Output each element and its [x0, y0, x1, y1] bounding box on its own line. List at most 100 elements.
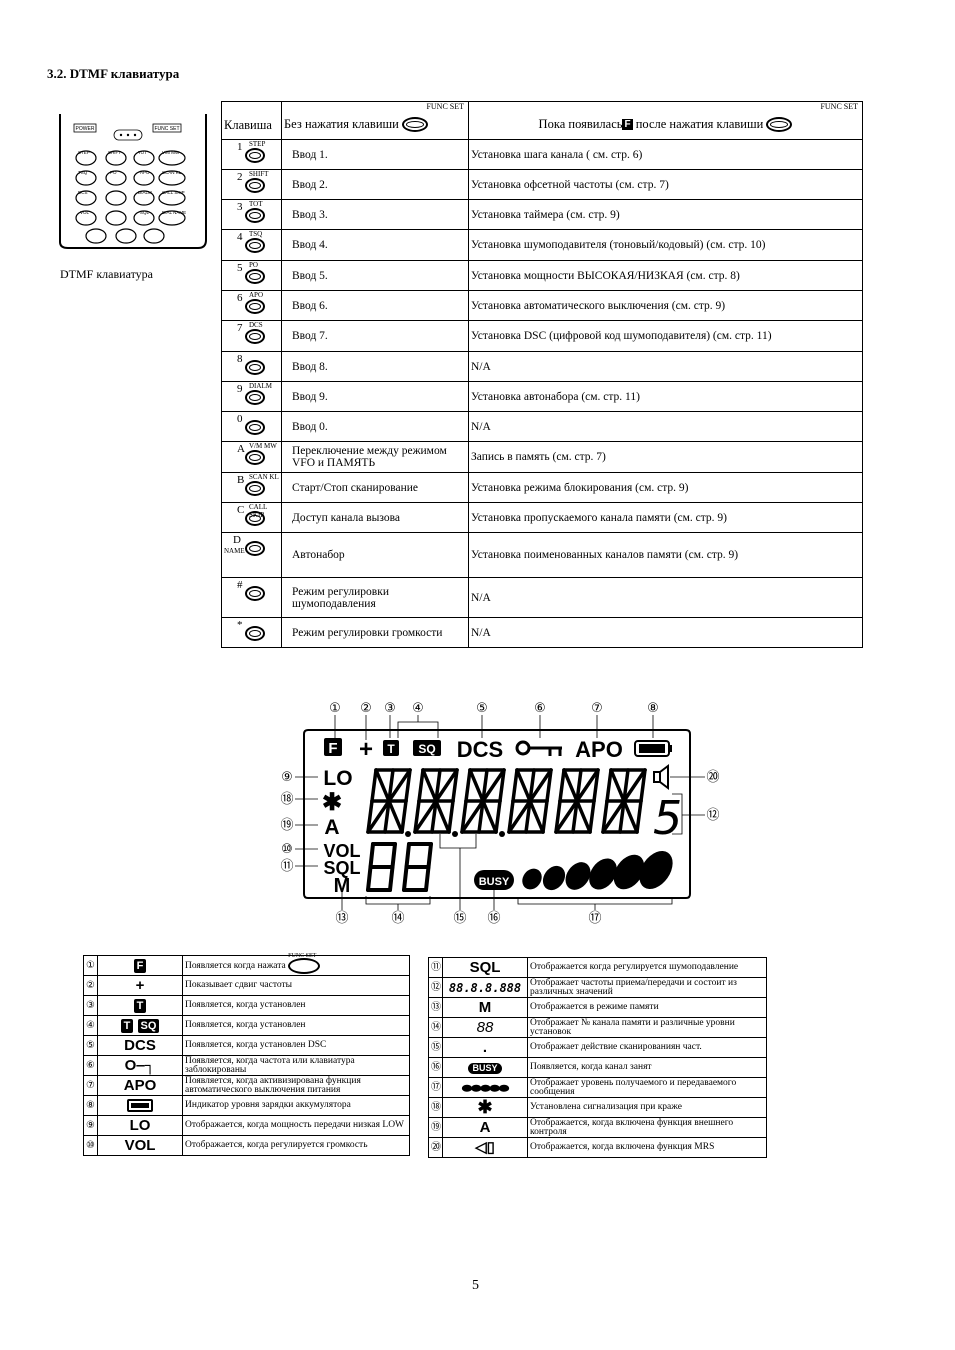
lcd-segment	[426, 842, 433, 869]
key-sublabel: V/M MW	[249, 442, 277, 450]
legend-text: Отображается, когда регулируется громкос…	[182, 1135, 410, 1156]
lcd-key-icon	[515, 740, 562, 756]
svg-text:FUNC SET: FUNC SET	[155, 126, 180, 132]
legend-row: ⑮.Отображает действие сканированиян част…	[428, 1037, 767, 1058]
callout-5: ⑤	[476, 701, 488, 716]
lcd-decimal-point	[452, 831, 458, 837]
legend-number: ⑯	[428, 1057, 443, 1078]
keypad-key	[143, 228, 165, 244]
legend-icon-cell: +	[97, 975, 183, 996]
normal-function: Ввод 1.	[281, 139, 469, 170]
key-label: 1	[237, 141, 243, 153]
key-button-icon	[245, 541, 265, 556]
lcd-segment	[400, 799, 408, 834]
lcd-segment	[368, 842, 375, 869]
svg-text:TOT: TOT	[138, 150, 147, 155]
legend-icon-cell: A	[442, 1117, 528, 1138]
lcd-sq-icon: SQ	[418, 742, 435, 756]
func-set-button-icon: FUNC SET	[288, 953, 321, 974]
lcd-segment	[387, 768, 412, 803]
legend-number: ⑫	[428, 977, 443, 998]
f-icon: F	[133, 958, 147, 973]
callout-4: ④	[412, 701, 424, 716]
svg-text:V/M MW: V/M MW	[162, 150, 180, 155]
lcd-segment	[388, 865, 395, 892]
func-function: Установка мощности ВЫСОКАЯ/НИЗКАЯ (см. с…	[468, 260, 863, 291]
keypad-key	[105, 190, 127, 206]
lcd-segment	[374, 768, 391, 803]
key-label: 6	[237, 292, 243, 304]
lcd-segment	[528, 768, 553, 803]
legend-icon-cell: T	[97, 995, 183, 1016]
func-function: Установка поименованных каналов памяти (…	[468, 532, 863, 578]
keypad-key	[105, 150, 127, 166]
legend-number: ⑮	[428, 1037, 443, 1058]
+-icon: +	[135, 977, 145, 994]
lcd-segment	[592, 768, 600, 803]
legend-text: Появляется, когда канал занят	[527, 1057, 767, 1078]
lcd-segment	[605, 768, 613, 803]
lcd-segment	[404, 768, 412, 803]
key-cell: #	[221, 577, 282, 618]
key-button-icon	[245, 299, 265, 314]
func-set-label: FUNC SET	[820, 102, 858, 111]
lcd-segment	[430, 768, 442, 834]
lcd-plus-icon: +	[359, 736, 373, 763]
lcd-segment	[618, 768, 630, 834]
lcd-segment	[494, 799, 502, 834]
key-button-icon	[245, 390, 265, 405]
lcd-segment	[562, 768, 579, 803]
func-function: Установка шага канала ( см. стр. 6)	[468, 139, 863, 170]
legend-number: ⑬	[428, 997, 443, 1018]
header-without-text: Без нажатия клавиши	[284, 116, 399, 131]
lcd-segment	[481, 799, 498, 834]
key-sublabel: SCAN KL	[249, 473, 279, 481]
keypad-key	[75, 210, 97, 226]
channel-digits-icon: 88	[476, 1019, 494, 1036]
key-label: 2	[237, 171, 243, 183]
lcd-segment	[434, 799, 451, 834]
lcd-segment	[609, 768, 626, 803]
dcs-icon: DCS	[124, 1037, 156, 1054]
callout-17: ⑰	[588, 911, 601, 926]
lcd-segment	[554, 799, 579, 834]
keypad-key	[115, 228, 137, 244]
key-label: 3	[237, 201, 243, 213]
lcd-segment	[639, 768, 647, 803]
legend-number: ⑳	[428, 1137, 443, 1158]
normal-function: Ввод 6.	[281, 290, 469, 321]
legend-number: ⑪	[428, 957, 443, 978]
func-function: Установка автоматического выключения (см…	[468, 290, 863, 321]
normal-function: Автонабор	[281, 532, 469, 578]
keypad-key	[158, 210, 186, 226]
keypad-key	[158, 150, 186, 166]
battery-icon	[127, 1099, 153, 1112]
lcd-segment	[575, 768, 600, 803]
apo-icon: APO	[123, 1077, 157, 1094]
lcd-diagram: ① ② ③ ④ ⑤ ⑥ ⑦ ⑧ ⑨ ⑱ ⑲ ⑩ ⑪ ⑳ ⑫ ⑬ ⑭ ⑮ ⑯ ⑰	[280, 701, 719, 926]
t-icon: T	[120, 1018, 134, 1033]
lcd-segment	[366, 865, 373, 892]
lcd-m-icon: M	[334, 875, 351, 897]
lcd-segment	[366, 799, 374, 834]
svg-text:DIAL NAME: DIAL NAME	[162, 210, 186, 215]
key-button-icon	[245, 329, 265, 344]
callout-13: ⑬	[335, 911, 348, 926]
legend-text: Отображается, когда мощность передачи ни…	[182, 1115, 410, 1136]
page-number: 5	[472, 1278, 479, 1293]
legend-number: ⑭	[428, 1017, 443, 1038]
func-set-label: FUNC SET	[426, 102, 464, 111]
lcd-segment	[622, 799, 639, 834]
vol-icon: VOL	[124, 1137, 156, 1154]
m-icon: M	[478, 999, 492, 1016]
keypad-key	[133, 150, 155, 166]
lcd-segment	[417, 768, 425, 803]
